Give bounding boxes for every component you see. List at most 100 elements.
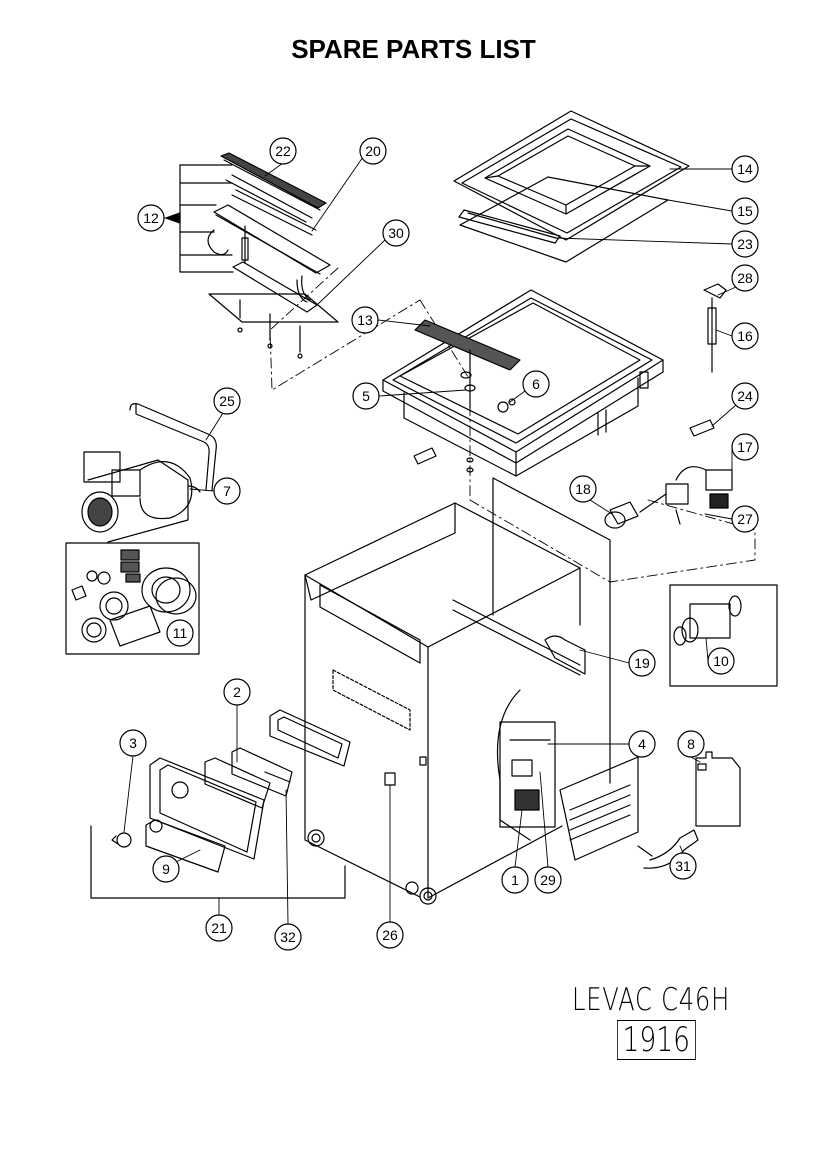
- callout-3: 3: [119, 729, 147, 757]
- callout-26: 26: [376, 921, 404, 949]
- callout-1: 1: [501, 866, 529, 894]
- callout-number: 30: [388, 225, 404, 241]
- callout-circle: [569, 475, 597, 503]
- callout-17: 17: [731, 433, 759, 461]
- seal-bar-assembly: [165, 152, 339, 359]
- callout-circle: [274, 923, 302, 951]
- filter-kit: [669, 584, 778, 687]
- callout-number: 26: [382, 927, 398, 943]
- callout-circle: [119, 729, 147, 757]
- vacuum-pump: [81, 403, 217, 543]
- cabinet-body: [304, 477, 639, 905]
- callout-circle: [522, 370, 550, 398]
- callout-28: 28: [731, 264, 759, 292]
- callout-21: 21: [205, 914, 233, 942]
- callout-9: 9: [152, 855, 180, 883]
- callout-circle: [707, 647, 735, 675]
- callout-number: 29: [540, 872, 556, 888]
- callout-circle: [376, 921, 404, 949]
- callout-2: 2: [223, 678, 251, 706]
- callout-circle: [351, 306, 379, 334]
- callout-circle: [731, 322, 759, 350]
- callout-circle: [269, 137, 297, 165]
- model-name: LEVAC C46H: [572, 982, 731, 1018]
- callout-24: 24: [731, 382, 759, 410]
- callout-27: 27: [731, 505, 759, 533]
- callout-circle: [731, 197, 759, 225]
- leader-lines: [123, 156, 737, 925]
- callout-29: 29: [534, 866, 562, 894]
- vacuum-chamber: [382, 289, 664, 477]
- callout-4: 4: [628, 730, 656, 758]
- callout-circle: [223, 678, 251, 706]
- callout-number: 8: [687, 736, 695, 752]
- callout-number: 19: [634, 655, 650, 671]
- callout-16: 16: [731, 322, 759, 350]
- callout-circle: [731, 230, 759, 258]
- callout-number: 9: [162, 861, 170, 877]
- callout-circle: [628, 730, 656, 758]
- callout-7: 7: [213, 477, 241, 505]
- callout-8: 8: [677, 730, 705, 758]
- callout-25: 25: [213, 387, 241, 415]
- guide-lines: [269, 267, 756, 583]
- callout-circle: [137, 204, 165, 232]
- callout-13: 13: [351, 306, 379, 334]
- callout-circle: [382, 219, 410, 247]
- callout-number: 7: [223, 483, 231, 499]
- page-title: SPARE PARTS LIST: [291, 34, 536, 64]
- callout-number: 18: [575, 481, 591, 497]
- callout-circle: [213, 387, 241, 415]
- control-panel-parts: [90, 709, 351, 899]
- callout-number: 17: [737, 439, 753, 455]
- callout-number: 32: [280, 929, 296, 945]
- callout-number: 11: [173, 625, 188, 641]
- callout-15: 15: [731, 197, 759, 225]
- callout-23: 23: [731, 230, 759, 258]
- callout-circle: [677, 730, 705, 758]
- callout-number: 23: [737, 236, 753, 252]
- callout-number: 2: [233, 684, 241, 700]
- callout-14: 14: [731, 155, 759, 183]
- callout-number: 31: [675, 858, 691, 874]
- callout-number: 24: [737, 388, 753, 404]
- callout-number: 4: [638, 736, 646, 752]
- callout-number: 27: [737, 511, 753, 527]
- callout-circle: [731, 382, 759, 410]
- callout-number: 12: [143, 210, 159, 226]
- callout-6: 6: [522, 370, 550, 398]
- callout-number: 6: [532, 376, 540, 392]
- callout-circle: [501, 866, 529, 894]
- callout-20: 20: [359, 137, 387, 165]
- callout-circle: [731, 264, 759, 292]
- callout-31: 31: [669, 852, 697, 880]
- callout-number: 1: [511, 872, 519, 888]
- callout-11: 11: [166, 619, 194, 647]
- callout-number: 3: [129, 735, 137, 751]
- callout-number: 5: [362, 388, 370, 404]
- callout-circle: [166, 619, 194, 647]
- callout-30: 30: [382, 219, 410, 247]
- callout-32: 32: [274, 923, 302, 951]
- callout-circle: [628, 649, 656, 677]
- callout-circle: [731, 155, 759, 183]
- callout-number: 25: [219, 393, 235, 409]
- callout-circle: [669, 852, 697, 880]
- callout-number: 10: [713, 653, 729, 669]
- callout-circle: [534, 866, 562, 894]
- callout-22: 22: [269, 137, 297, 165]
- callout-10: 10: [707, 647, 735, 675]
- lid-assembly: [453, 110, 690, 263]
- callout-number: 20: [365, 143, 381, 159]
- oil-and-plug: [637, 751, 741, 869]
- callout-number: 15: [737, 203, 753, 219]
- callout-number: 28: [737, 270, 753, 286]
- model-code-box: 1916: [617, 1020, 696, 1060]
- callout-number: 16: [737, 328, 753, 344]
- callout-circle: [213, 477, 241, 505]
- callout-circle: [359, 137, 387, 165]
- callout-circle: [205, 914, 233, 942]
- callout-number: 14: [737, 161, 753, 177]
